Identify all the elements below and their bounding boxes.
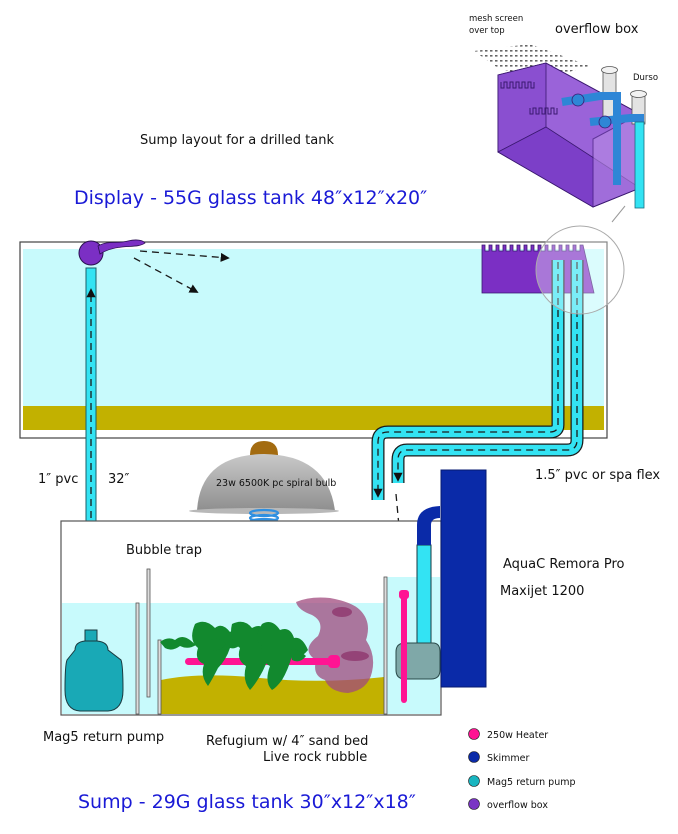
diagram-title: Sump layout for a drilled tank [140,133,334,148]
sump-tank [60,469,487,716]
skimmer-chamber-heater [399,590,409,703]
light-label: 23w 6500K pc spiral bulb [216,478,336,489]
mag5-return-pump [64,629,124,712]
flow-arrow [139,250,230,262]
legend-item-overflow-box: overflow box [468,798,548,811]
durso-label: Durso [633,73,658,83]
skimmer-pump-label: Maxijet 1200 [500,584,584,599]
legend-label-return-pump: Mag5 return pump [487,777,576,788]
overflow-callout-circle [535,225,625,315]
overflow-box [481,244,595,294]
return-pipe-size-label: 1″ pvc [38,472,78,487]
legend-label-overflow-box: overflow box [487,800,548,811]
display-tank-label: Display - 55G glass tank 48″x12″x20″ [74,187,427,209]
skimmer-body [440,469,487,688]
overflow-box-detail: mesh screen over top overflow box Durso [469,14,658,223]
mesh-screen-label: mesh screen [469,14,523,24]
drain-pipes [371,225,625,550]
legend-label-skimmer: Skimmer [487,753,530,764]
legend-swatch-return-pump [468,775,480,787]
legend-swatch-heater [468,728,480,740]
refugium-label: Refugium w/ 4″ sand bed [206,734,368,749]
baffle [135,602,140,715]
legend-item-heater: 250w Heater [468,728,548,741]
legend-item-return-pump: Mag5 return pump [468,775,576,788]
baffle [383,576,388,715]
overflow-box-title: overflow box [555,22,639,37]
return-nozzle [78,239,146,266]
legend-swatch-skimmer [468,751,480,763]
mesh-screen-label-2: over top [469,26,505,36]
macroalgae [160,621,308,690]
legend-item-skimmer: Skimmer [468,751,530,764]
baffle [157,639,162,715]
skimmer [395,469,487,688]
bubble-trap-label: Bubble trap [126,543,202,558]
refugium-label-2: Live rock rubble [263,750,367,765]
drain-pipe-label: 1.5″ pvc or spa flex [535,468,660,483]
sump-tank-label: Sump - 29G glass tank 30″x12″x18″ [78,791,416,813]
legend-label-heater: 250w Heater [487,730,548,741]
live-rock-rubble [296,597,374,693]
return-height-label: 32″ [108,472,130,487]
legend: 250w Heater Skimmer Mag5 return pump ove… [468,728,576,811]
skimmer-label: AquaC Remora Pro [503,557,625,572]
return-pump-label: Mag5 return pump [43,730,164,745]
light-fixture: 23w 6500K pc spiral bulb [189,441,339,527]
legend-swatch-overflow-box [468,798,480,810]
baffle [146,568,151,698]
display-tank [19,239,608,439]
